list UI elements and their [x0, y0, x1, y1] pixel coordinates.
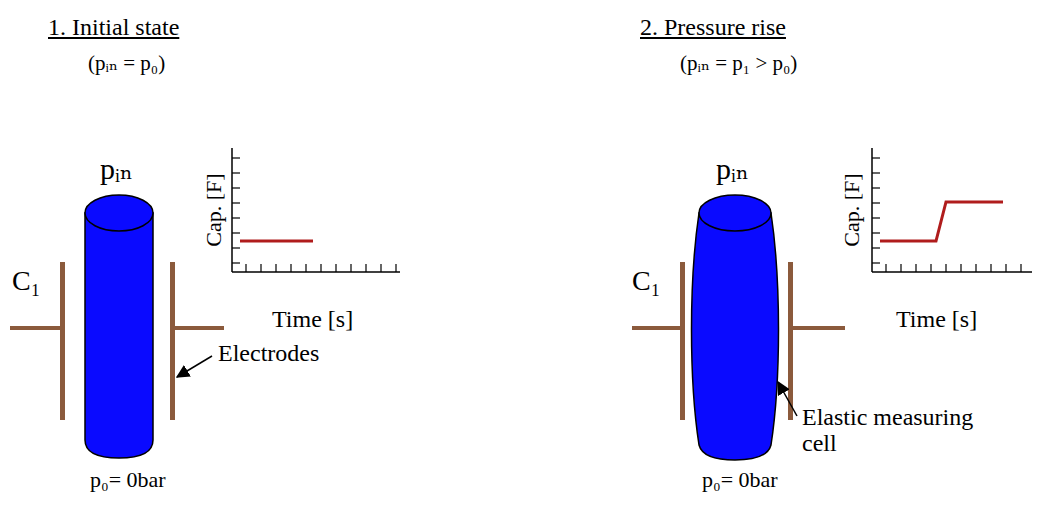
axis-tick [232, 262, 240, 263]
cell-top [85, 195, 153, 231]
axis-tick [335, 264, 336, 272]
axis-tick [320, 264, 321, 272]
axis-tick [232, 172, 240, 173]
panel-title: 2. Pressure rise [640, 14, 786, 40]
electrode-lead [174, 326, 224, 330]
axis-tick [872, 187, 880, 188]
axis-tick [1020, 264, 1021, 272]
axis-tick [1005, 264, 1006, 272]
capacitor-label: C₁ [632, 266, 660, 297]
electrode-lead [10, 326, 62, 330]
electrode-plate [60, 262, 65, 420]
axis-tick [960, 264, 961, 272]
axis-tick [975, 264, 976, 272]
axis-title: Cap. [F] [840, 173, 864, 246]
axis-tick [395, 264, 396, 272]
ambient-pressure: p₀= 0bar [90, 468, 166, 492]
electrode-lead [792, 326, 845, 330]
part-label: Electrodes [218, 340, 319, 366]
axis-tick [872, 172, 880, 173]
capacitance-trace [240, 240, 313, 243]
axis-title: Cap. [F] [202, 173, 226, 246]
axis-title: Time [s] [272, 306, 353, 332]
leader-arrow [177, 356, 212, 377]
chart-axis [231, 148, 233, 272]
axis-tick [232, 232, 240, 233]
axis-tick [885, 264, 886, 272]
axis-tick [350, 264, 351, 272]
electrode-plate [680, 262, 685, 420]
axis-tick [232, 187, 240, 188]
axis-tick [275, 264, 276, 272]
state-condition: (pᵢₙ = p₁ > p₀) [680, 52, 797, 75]
chart-axis [871, 148, 873, 272]
axis-tick [945, 264, 946, 272]
axis-tick [260, 264, 261, 272]
axis-tick [900, 264, 901, 272]
axis-tick [930, 264, 931, 272]
part-label: Elastic measuring cell [802, 404, 977, 457]
measuring-cell [85, 213, 153, 458]
axis-tick [232, 217, 240, 218]
chart-axis [232, 271, 400, 273]
axis-tick [305, 264, 306, 272]
axis-tick [872, 232, 880, 233]
axis-tick [290, 264, 291, 272]
axis-tick [232, 157, 240, 158]
axis-tick [872, 202, 880, 203]
axis-tick [915, 264, 916, 272]
capacitance-chart [232, 148, 400, 272]
chart-axis [872, 271, 1032, 273]
axis-tick [245, 264, 246, 272]
axis-tick [872, 247, 880, 248]
capacitance-trace [880, 202, 1003, 241]
electrode-plate [170, 262, 175, 420]
pressure-label: pᵢₙ [716, 152, 749, 185]
electrode-lead [632, 326, 682, 330]
electrode-plate [788, 262, 793, 420]
panel-title: 1. Initial state [48, 14, 179, 40]
axis-title: Time [s] [896, 306, 977, 332]
state-condition: (pᵢₙ = p₀) [88, 52, 165, 75]
pressure-panel [632, 148, 1032, 460]
axis-tick [872, 157, 880, 158]
axis-tick [990, 264, 991, 272]
capacitance-chart [872, 148, 1032, 272]
measuring-cell [692, 213, 779, 460]
axis-tick [872, 217, 880, 218]
cell-top [699, 195, 771, 231]
leader-arrow [778, 382, 797, 416]
axis-tick [232, 247, 240, 248]
ambient-pressure: p₀= 0bar [702, 468, 778, 492]
pressure-label: pᵢₙ [100, 152, 133, 185]
axis-tick [872, 262, 880, 263]
axis-tick [380, 264, 381, 272]
axis-tick [365, 264, 366, 272]
capacitor-label: C₁ [12, 266, 40, 297]
axis-tick [232, 202, 240, 203]
initial-panel [10, 148, 400, 458]
